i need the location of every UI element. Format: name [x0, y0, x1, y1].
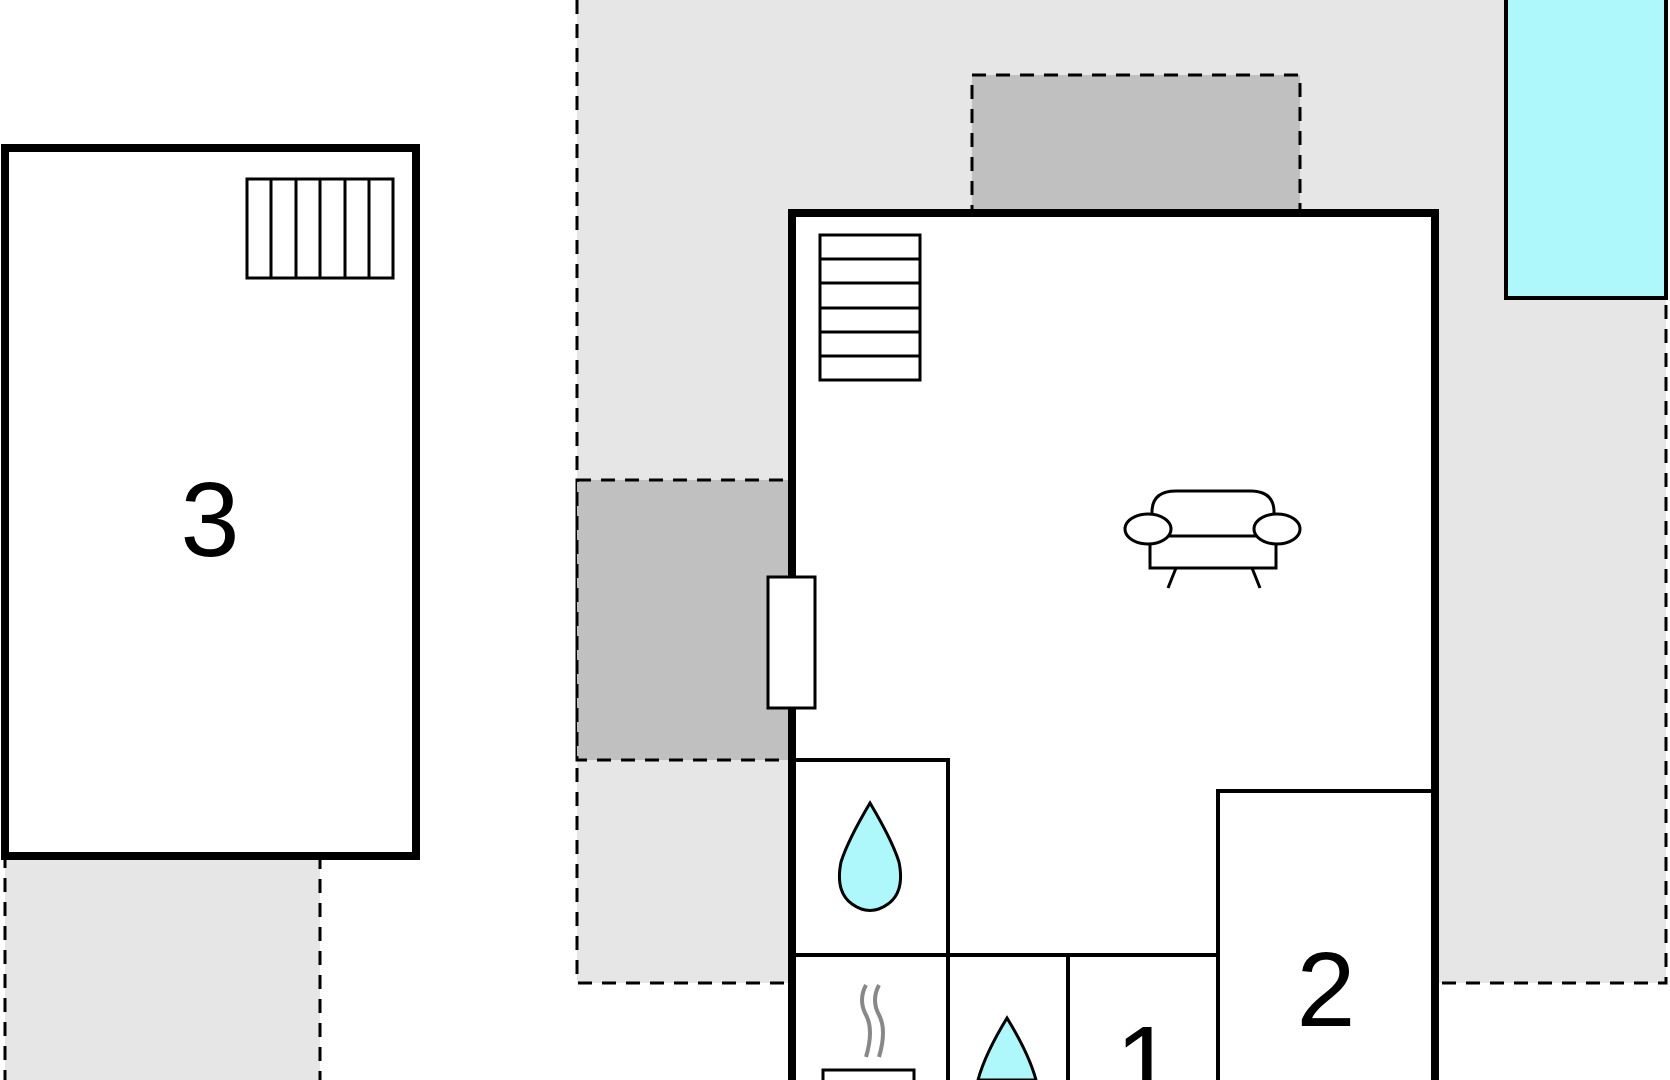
pool [1504, 0, 1668, 300]
covered-patio-left [575, 478, 792, 762]
sofa-icon [1123, 489, 1302, 589]
stairs-icon [245, 177, 395, 280]
room-label-1: 1 [1116, 1005, 1175, 1080]
outdoor-path [3, 856, 322, 1080]
door-icon [766, 575, 817, 710]
room-label-2: 2 [1297, 931, 1356, 1049]
room-label-3: 3 [181, 461, 240, 579]
water-drop-icon [976, 1015, 1038, 1080]
covered-patio-top [970, 73, 1302, 217]
interior-walls [796, 758, 1431, 1080]
stairs-icon [818, 233, 922, 382]
steaming-pot-icon [821, 984, 916, 1080]
water-drop-icon [837, 800, 903, 912]
